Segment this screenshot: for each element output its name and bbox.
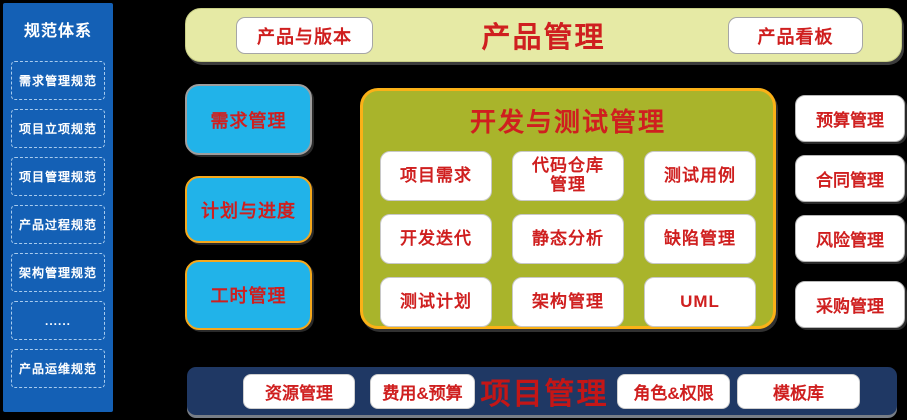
module-budget-management[interactable]: 预算管理 (795, 95, 905, 142)
product-version-button[interactable]: 产品与版本 (236, 17, 373, 54)
module-risk-management[interactable]: 风险管理 (795, 215, 905, 262)
sidebar-item-architecture-spec[interactable]: 架构管理规范 (11, 253, 105, 292)
sidebar-item-product-ops-spec[interactable]: 产品运维规范 (11, 349, 105, 388)
role-permission-button[interactable]: 角色&权限 (617, 374, 730, 409)
spec-system-sidebar: 规范体系 需求管理规范 项目立项规范 项目管理规范 产品过程规范 架构管理规范 … (3, 3, 113, 412)
sidebar-item-requirement-spec[interactable]: 需求管理规范 (11, 61, 105, 100)
cell-architecture-management[interactable]: 架构管理 (512, 277, 624, 327)
project-management-bar: 资源管理 费用&预算 项目管理 角色&权限 模板库 (187, 367, 897, 415)
cell-test-cases[interactable]: 测试用例 (644, 151, 756, 201)
dev-test-panel: 开发与测试管理 项目需求 代码仓库 管理 测试用例 开发迭代 静态分析 缺陷管理… (360, 88, 776, 329)
project-bar-title: 项目管理 (480, 378, 609, 411)
template-library-button[interactable]: 模板库 (737, 374, 860, 409)
cell-test-plan[interactable]: 测试计划 (380, 277, 492, 327)
cell-project-requirements[interactable]: 项目需求 (380, 151, 492, 201)
product-bar-title: 产品管理 (481, 22, 606, 54)
dev-test-grid: 项目需求 代码仓库 管理 测试用例 开发迭代 静态分析 缺陷管理 测试计划 架构… (380, 151, 756, 327)
product-board-button[interactable]: 产品看板 (728, 17, 863, 54)
sidebar-item-product-process-spec[interactable]: 产品过程规范 (11, 205, 105, 244)
sidebar-item-project-management-spec[interactable]: 项目管理规范 (11, 157, 105, 196)
cell-defect-management[interactable]: 缺陷管理 (644, 214, 756, 264)
module-plan-progress[interactable]: 计划与进度 (185, 176, 312, 243)
sidebar-item-project-initiation-spec[interactable]: 项目立项规范 (11, 109, 105, 148)
sidebar-title: 规范体系 (23, 23, 92, 40)
cell-static-analysis[interactable]: 静态分析 (512, 214, 624, 264)
module-timesheet-management[interactable]: 工时管理 (185, 260, 312, 330)
product-management-bar: 产品与版本 产品管理 产品看板 (185, 8, 902, 62)
cost-budget-button[interactable]: 费用&预算 (370, 374, 475, 409)
module-contract-management[interactable]: 合同管理 (795, 155, 905, 202)
resource-management-button[interactable]: 资源管理 (243, 374, 355, 409)
cell-uml[interactable]: UML (644, 277, 756, 327)
dev-test-panel-title: 开发与测试管理 (469, 107, 666, 137)
sidebar-item-ellipsis[interactable]: ...... (11, 301, 105, 340)
module-requirements-management[interactable]: 需求管理 (185, 84, 312, 155)
module-procurement-management[interactable]: 采购管理 (795, 281, 905, 328)
cell-dev-iteration[interactable]: 开发迭代 (380, 214, 492, 264)
cell-code-repo-management[interactable]: 代码仓库 管理 (512, 151, 624, 201)
